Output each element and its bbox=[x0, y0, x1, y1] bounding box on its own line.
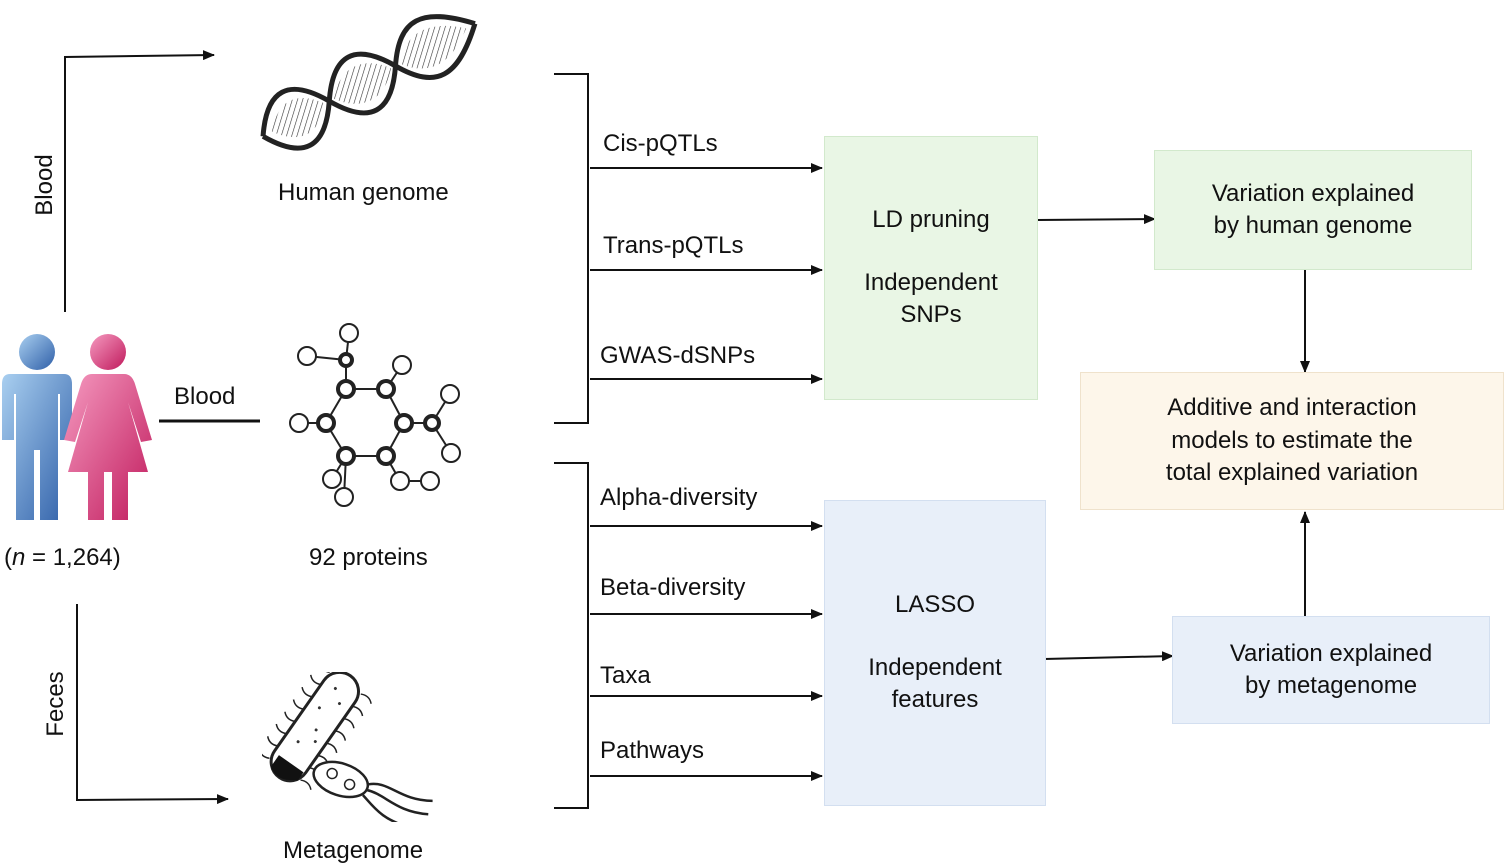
feature-label-taxa: Taxa bbox=[600, 662, 651, 689]
genome-variation-box: Variation explained by human genome bbox=[1154, 150, 1472, 270]
metagenome-variation-line1: Variation explained bbox=[1229, 639, 1433, 667]
human-figures-icon bbox=[2, 334, 152, 520]
blood-to-genome-arrow bbox=[64, 50, 215, 312]
lasso-box: LASSO Independent features bbox=[824, 500, 1046, 806]
arrow-lasso-to-meta-var bbox=[1043, 651, 1174, 662]
metagenome-variation-box: Variation explained by metagenome bbox=[1172, 616, 1490, 724]
feature-label-gwas-dsnps: GWAS-dSNPs bbox=[600, 342, 756, 369]
ld-pruning-line2: Independent bbox=[864, 268, 998, 296]
metagenome-variation-line2: by metagenome bbox=[1244, 672, 1418, 699]
ld-pruning-line3: SNPs bbox=[900, 301, 962, 329]
metagenome-label: Metagenome bbox=[283, 837, 424, 864]
male-figure bbox=[2, 334, 72, 520]
lasso-line2: Independent bbox=[868, 653, 1002, 681]
additive-interaction-box: Additive and interaction models to estim… bbox=[1080, 372, 1504, 510]
human-genome-label: Human genome bbox=[278, 179, 449, 206]
cohort-size-label: (n = 1,264) bbox=[4, 544, 121, 571]
additive-line1: Additive and interaction bbox=[1167, 394, 1417, 422]
metagenome-bracket bbox=[554, 462, 589, 809]
feces-vertical-label: Feces bbox=[42, 671, 69, 737]
dna-helix-icon bbox=[260, 14, 478, 151]
ld-pruning-box: LD pruning Independent SNPs bbox=[824, 136, 1038, 400]
feature-label-pathways: Pathways bbox=[600, 737, 705, 764]
additive-line3: total explained variation bbox=[1165, 459, 1419, 487]
additive-line2: models to estimate the bbox=[1171, 426, 1413, 454]
bacteria-icon bbox=[262, 672, 433, 822]
feces-to-metagenome-arrow bbox=[76, 604, 229, 805]
arrow-ld-to-genome-var bbox=[1036, 214, 1156, 225]
proteins-label: 92 proteins bbox=[309, 544, 428, 571]
feature-label-alpha-diversity: Alpha-diversity bbox=[600, 484, 758, 511]
lasso-title: LASSO bbox=[894, 591, 976, 619]
female-figure bbox=[64, 334, 152, 520]
ld-pruning-title: LD pruning bbox=[872, 206, 990, 234]
lasso-line3: features bbox=[891, 686, 979, 714]
feature-label-cis-pqtls: Cis-pQTLs bbox=[603, 130, 718, 157]
feature-label-beta-diversity: Beta-diversity bbox=[600, 574, 746, 601]
blood-horizontal-label: Blood bbox=[174, 383, 236, 410]
genome-variation-line2: by human genome bbox=[1213, 212, 1413, 239]
genome-variation-line1: Variation explained bbox=[1211, 179, 1415, 207]
genome-bracket bbox=[554, 73, 589, 424]
protein-molecule-icon bbox=[289, 323, 461, 507]
feature-label-trans-pqtls: Trans-pQTLs bbox=[603, 232, 744, 259]
blood-vertical-label: Blood bbox=[31, 154, 58, 216]
